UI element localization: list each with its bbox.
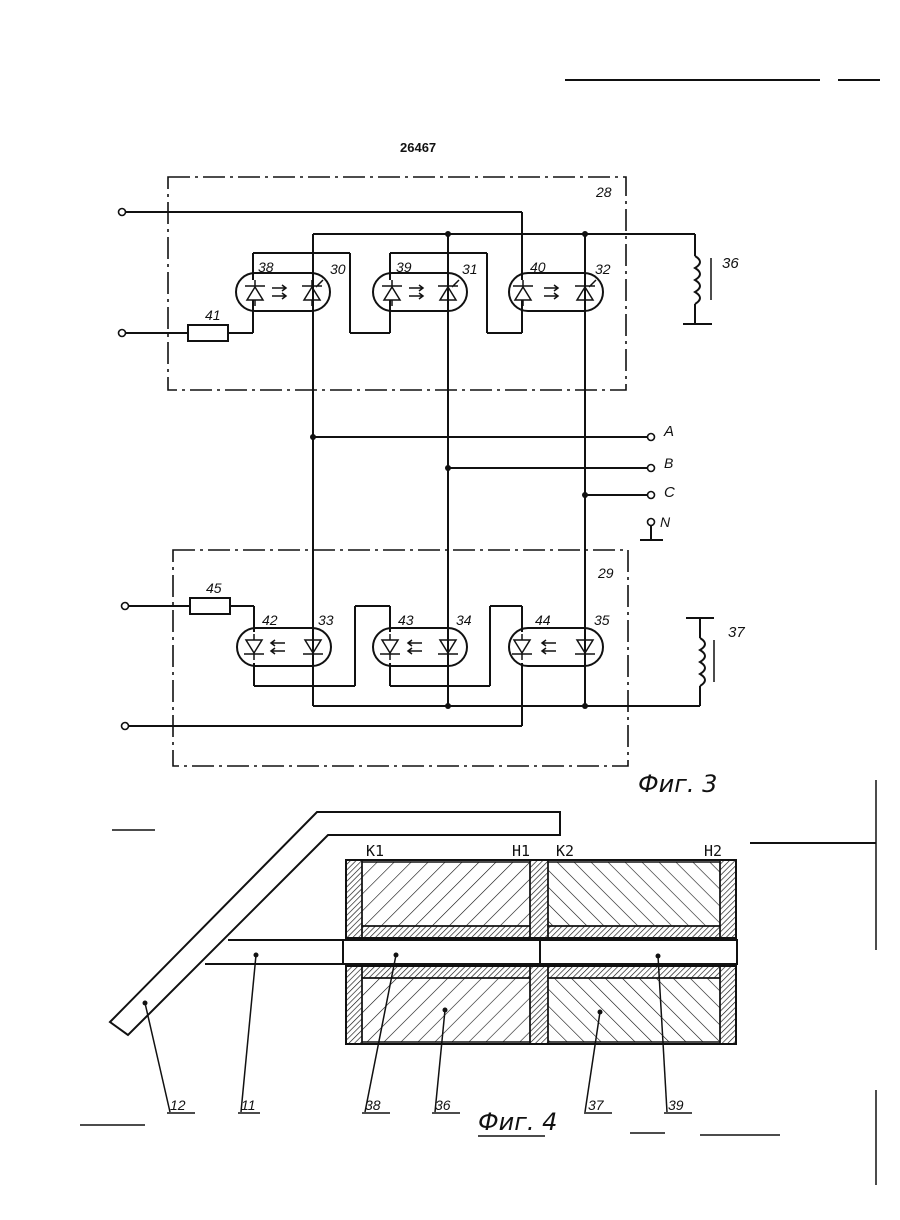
section-label-H2: H2 [704, 842, 722, 860]
phase-N-label: N [660, 514, 671, 530]
callout-37: 37 [588, 1097, 605, 1113]
terminal-N [648, 519, 655, 526]
resistor-41-label: 41 [205, 307, 221, 323]
thyristor-31-label: 31 [462, 261, 478, 277]
optocoupler-44-35 [509, 628, 603, 666]
document-number: 26467 [400, 140, 436, 155]
optocoupler-39-31 [373, 273, 467, 311]
section-label-H1: H1 [512, 842, 530, 860]
phase-C-label: C [664, 484, 675, 501]
coil-36-label: 36 [722, 255, 739, 272]
callout-12: 12 [170, 1097, 186, 1113]
thyristor-35-label: 35 [594, 612, 610, 628]
optocoupler-42-33 [237, 628, 331, 666]
led-42-label: 42 [262, 612, 278, 628]
terminal-A [648, 434, 655, 441]
section-label-K2: K2 [556, 842, 574, 860]
block-28-boundary [168, 177, 626, 390]
terminal-B [648, 465, 655, 472]
input-terminal-top-2 [119, 330, 126, 337]
figure-4-section: K1 H1 K2 H2 12 11 38 36 37 39 Фиг. [110, 812, 737, 1136]
optocoupler-38-30 [236, 273, 330, 311]
coil-37-label: 37 [728, 624, 745, 641]
figure-4-caption: Фиг. 4 [478, 1108, 557, 1136]
resistor-45-label: 45 [206, 580, 222, 596]
winding-37-lower [548, 978, 720, 1042]
thyristor-30-label: 30 [330, 261, 346, 277]
led-39-label: 39 [396, 259, 412, 275]
input-terminal-bottom-2 [122, 723, 129, 730]
phase-B-label: B [664, 455, 673, 471]
terminal-C [648, 492, 655, 499]
figure-3-circuit: 28 29 41 36 [119, 177, 746, 798]
thyristor-32-label: 32 [595, 261, 611, 277]
sleeve-38 [343, 940, 540, 964]
resistor-45 [190, 598, 230, 614]
thyristor-33-label: 33 [318, 612, 334, 628]
section-label-K1: K1 [366, 842, 384, 860]
input-terminal-top-1 [119, 209, 126, 216]
coil-36 [695, 256, 700, 304]
coil-37 [700, 638, 705, 686]
callout-38: 38 [365, 1097, 381, 1113]
led-38-label: 38 [258, 259, 274, 275]
thyristor-34-label: 34 [456, 612, 472, 628]
block-29-label: 29 [597, 565, 614, 581]
winding-37-upper [548, 862, 720, 926]
winding-36-upper [362, 862, 530, 926]
optocoupler-40-32 [509, 273, 603, 311]
callout-39: 39 [668, 1097, 684, 1113]
led-44-label: 44 [535, 612, 551, 628]
sleeve-39 [540, 940, 737, 964]
led-43-label: 43 [398, 612, 414, 628]
optocoupler-43-34 [373, 628, 467, 666]
led-40-label: 40 [530, 259, 546, 275]
block-28-label: 28 [595, 184, 612, 200]
callout-11: 11 [241, 1097, 256, 1113]
figure-3-caption: Фиг. 3 [638, 770, 717, 798]
phase-A-label: A [663, 423, 674, 440]
callout-36: 36 [435, 1097, 451, 1113]
input-terminal-bottom-1 [122, 603, 129, 610]
resistor-41 [188, 325, 228, 341]
